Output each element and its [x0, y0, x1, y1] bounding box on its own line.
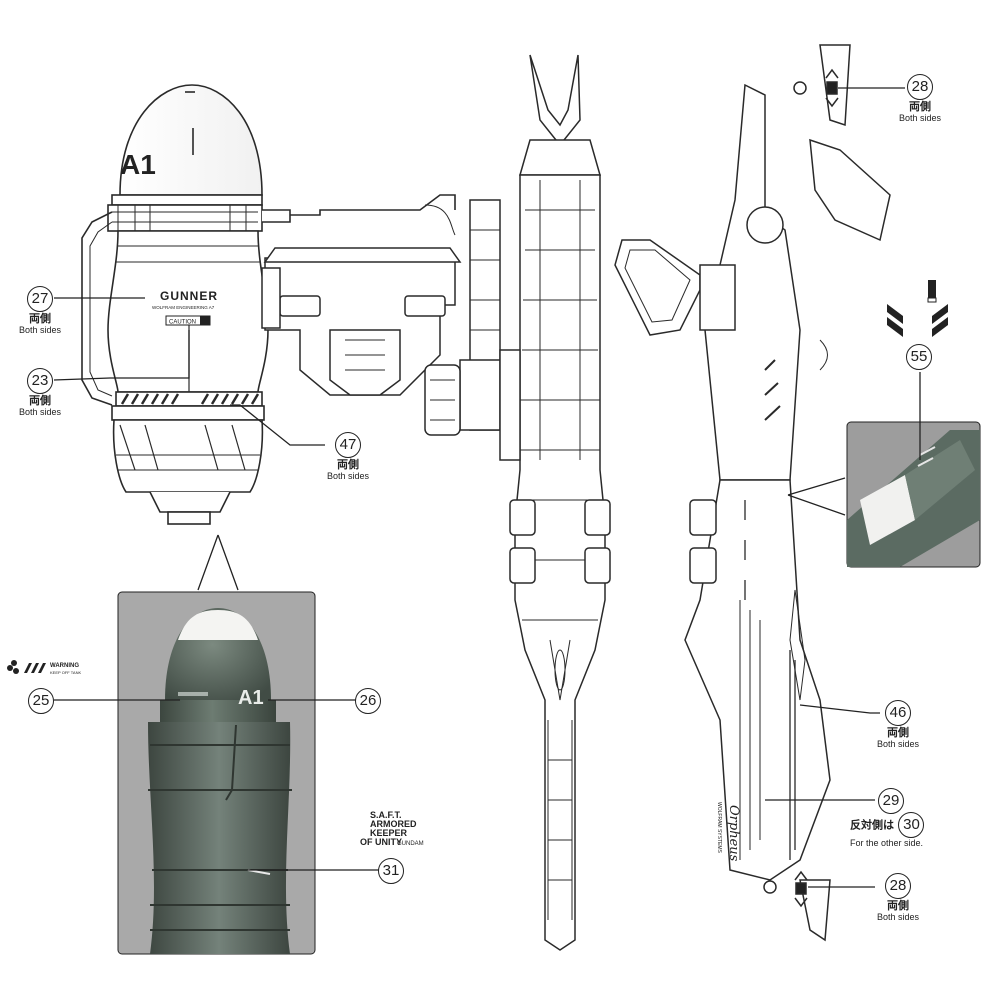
callout-jp: 両側 — [909, 100, 931, 113]
callout-25: 25 — [26, 688, 56, 714]
photo-part-closeup — [846, 421, 981, 568]
photo-marking-text: A1 — [238, 687, 264, 709]
right-part-drawing — [614, 44, 891, 942]
callout-jp: 両側 — [887, 899, 909, 912]
center-part-drawing — [499, 54, 611, 951]
svg-text:KEEPER: KEEPER — [370, 828, 408, 838]
callout-en: For the other side. — [850, 838, 924, 848]
svg-text:OF UNITY: OF UNITY — [360, 837, 402, 847]
callout-number: 30 — [898, 812, 925, 838]
callout-number: 29 — [878, 788, 904, 814]
callout-number: 25 — [28, 688, 54, 714]
tank-marking-text: A1 — [120, 149, 156, 180]
caution-text: CAUTION — [169, 320, 196, 326]
callout-jp: 両側 — [337, 458, 359, 471]
photo-tank-closeup — [117, 591, 316, 955]
decal-legend: WARNING KEEP OFF TANK — [7, 660, 81, 675]
callout-en: Both sides — [18, 325, 62, 335]
callout-46: 46 両側 Both sides — [866, 700, 930, 750]
tank-drawing — [81, 84, 456, 525]
callout-number: 23 — [27, 368, 53, 394]
callout-en: Both sides — [326, 471, 370, 481]
callout-29: 29 — [876, 788, 906, 814]
callout-jp: 両側 — [887, 726, 909, 739]
callout-number: 47 — [335, 432, 361, 458]
leader-lines — [53, 87, 921, 888]
callout-26: 26 — [353, 688, 383, 714]
right-decal-text: Orpheus — [726, 805, 741, 862]
callout-number: 55 — [906, 344, 932, 370]
callout-31: 31 — [376, 858, 406, 884]
callout-23: 23 両側 Both sides — [12, 368, 68, 418]
callout-28-top: 28 両側 Both sides — [888, 74, 952, 124]
callout-number: 31 — [378, 858, 404, 884]
callout-number: 28 — [907, 74, 933, 100]
callout-en: Both sides — [898, 113, 942, 123]
warning-sub-text: KEEP OFF TANK — [50, 670, 81, 675]
callout-55: 55 — [904, 344, 934, 370]
callout-30: 反対側は 30 For the other side. — [850, 812, 962, 849]
callout-27: 27 両側 Both sides — [12, 286, 68, 336]
warning-top-text: WARNING — [50, 663, 79, 669]
callout-number: 27 — [27, 286, 53, 312]
callout-47: 47 両側 Both sides — [318, 432, 378, 482]
svg-text:S.A.F.T.: S.A.F.T. — [370, 810, 402, 820]
gunner-logo-text: GUNNER — [160, 289, 218, 303]
callout-number: 28 — [885, 873, 911, 899]
callout-en: Both sides — [18, 407, 62, 417]
callout-28-bottom: 28 両側 Both sides — [866, 873, 930, 923]
right-decal-sub: WOLFRAM SYSTEMS — [716, 802, 722, 854]
callout-jp: 両側 — [29, 312, 51, 325]
decal-55-symbol — [887, 280, 948, 337]
callout-jp: 両側 — [29, 394, 51, 407]
svg-text:ARMORED: ARMORED — [370, 819, 417, 829]
saft-logo: S.A.F.T. ARMORED KEEPER OF UNITY GUNDAM — [360, 810, 424, 847]
callout-en: Both sides — [876, 912, 920, 922]
mount-drawing — [261, 199, 501, 436]
gunner-sub-text: WOLFRAM ENGINEERING A7 — [152, 305, 215, 310]
callout-en: Both sides — [876, 739, 920, 749]
callout-number: 26 — [355, 688, 381, 714]
callout-jp: 反対側は — [850, 818, 894, 832]
callout-number: 46 — [885, 700, 911, 726]
svg-text:GUNDAM: GUNDAM — [397, 841, 424, 847]
